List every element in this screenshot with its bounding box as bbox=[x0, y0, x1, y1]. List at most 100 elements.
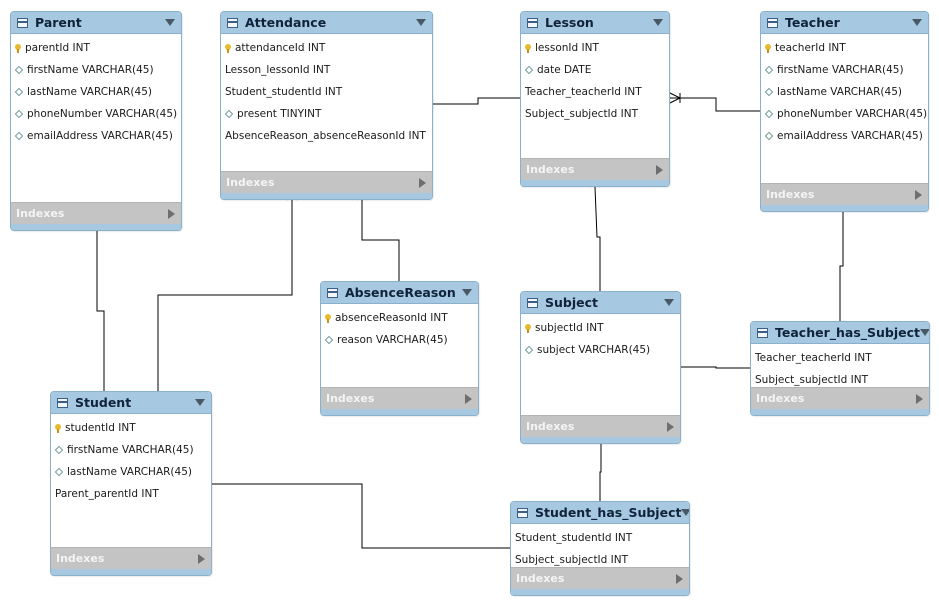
expand-arrow-icon[interactable] bbox=[198, 553, 205, 564]
indexes-section[interactable]: Indexes bbox=[521, 158, 669, 180]
relationship-attendance-lesson[interactable] bbox=[422, 93, 530, 110]
expand-arrow-icon[interactable] bbox=[667, 421, 674, 432]
indexes-section[interactable]: Indexes bbox=[521, 415, 680, 437]
expand-arrow-icon[interactable] bbox=[419, 177, 426, 188]
column-row[interactable]: Subject_subjectId INT bbox=[521, 103, 669, 125]
column-row[interactable]: firstName VARCHAR(45) bbox=[761, 59, 928, 81]
entity-header[interactable]: Student bbox=[51, 392, 211, 414]
primary-key-icon bbox=[55, 423, 61, 433]
column-diamond-icon bbox=[524, 65, 534, 75]
expand-arrow-icon[interactable] bbox=[656, 164, 663, 175]
indexes-section[interactable]: Indexes bbox=[11, 202, 181, 224]
entity-header[interactable]: Lesson bbox=[521, 12, 669, 34]
column-row[interactable]: Parent_parentId INT bbox=[51, 483, 211, 505]
collapse-caret-icon[interactable] bbox=[416, 19, 426, 26]
entity-header[interactable]: Teacher_has_Subject bbox=[751, 322, 929, 344]
column-row[interactable]: firstName VARCHAR(45) bbox=[51, 439, 211, 461]
expand-arrow-icon[interactable] bbox=[168, 208, 175, 219]
indexes-section[interactable]: Indexes bbox=[51, 547, 211, 569]
collapse-caret-icon[interactable] bbox=[920, 329, 929, 336]
column-row[interactable]: date DATE bbox=[521, 59, 669, 81]
column-row[interactable]: firstName VARCHAR(45) bbox=[11, 59, 181, 81]
expand-arrow-icon[interactable] bbox=[916, 393, 923, 404]
column-row[interactable]: lastName VARCHAR(45) bbox=[11, 81, 181, 103]
collapse-caret-icon[interactable] bbox=[664, 299, 674, 306]
column-row[interactable]: phoneNumber VARCHAR(45) bbox=[11, 103, 181, 125]
column-row[interactable]: Subject_subjectId INT bbox=[511, 549, 689, 571]
entity-header[interactable]: Attendance bbox=[221, 12, 432, 34]
collapse-caret-icon[interactable] bbox=[653, 19, 663, 26]
column-row[interactable]: Lesson_lessonId INT bbox=[221, 59, 432, 81]
column-row[interactable]: subject VARCHAR(45) bbox=[521, 339, 680, 361]
expand-arrow-icon[interactable] bbox=[915, 189, 922, 200]
entity-header[interactable]: Student_has_Subject bbox=[511, 502, 689, 524]
relationship-parent-student[interactable] bbox=[92, 221, 110, 402]
primary-key-icon bbox=[15, 43, 21, 53]
column-row[interactable]: lastName VARCHAR(45) bbox=[51, 461, 211, 483]
column-row[interactable]: lastName VARCHAR(45) bbox=[761, 81, 928, 103]
column-row[interactable]: parentId INT bbox=[11, 37, 181, 59]
column-row[interactable]: phoneNumber VARCHAR(45) bbox=[761, 103, 928, 125]
column-row[interactable]: Student_studentId INT bbox=[221, 81, 432, 103]
column-row[interactable]: studentId INT bbox=[51, 417, 211, 439]
column-row[interactable]: teacherId INT bbox=[761, 37, 928, 59]
relationship-path bbox=[594, 186, 601, 291]
indexes-label: Indexes bbox=[766, 188, 815, 201]
indexes-label: Indexes bbox=[226, 176, 275, 189]
relationship-attendance-absencereason[interactable] bbox=[356, 189, 404, 291]
entity-footer bbox=[521, 437, 680, 443]
entity-title: AbsenceReason bbox=[345, 285, 456, 300]
relationship-student-studenthassubject[interactable] bbox=[202, 479, 521, 554]
column-row[interactable]: attendanceId INT bbox=[221, 37, 432, 59]
column-row[interactable]: Student_studentId INT bbox=[511, 527, 689, 549]
relationship-lesson-teacher[interactable] bbox=[669, 92, 770, 116]
collapse-caret-icon[interactable] bbox=[462, 289, 472, 296]
column-row[interactable]: emailAddress VARCHAR(45) bbox=[11, 125, 181, 147]
relationship-lesson-subject[interactable] bbox=[589, 176, 605, 301]
entity-title: Subject bbox=[545, 295, 598, 310]
indexes-section[interactable]: Indexes bbox=[221, 171, 432, 193]
indexes-section[interactable]: Indexes bbox=[751, 387, 929, 409]
collapse-caret-icon[interactable] bbox=[681, 509, 689, 516]
column-row[interactable]: subjectId INT bbox=[521, 317, 680, 339]
column-row[interactable]: Subject_subjectId INT bbox=[751, 369, 929, 391]
column-diamond-icon bbox=[524, 345, 534, 355]
collapse-caret-icon[interactable] bbox=[165, 19, 175, 26]
indexes-section[interactable]: Indexes bbox=[511, 567, 689, 589]
expand-arrow-icon[interactable] bbox=[676, 573, 683, 584]
collapse-caret-icon[interactable] bbox=[195, 399, 205, 406]
entity-header[interactable]: Parent bbox=[11, 12, 181, 34]
collapse-caret-icon[interactable] bbox=[912, 19, 922, 26]
entity-footer bbox=[221, 193, 432, 199]
entity-header[interactable]: Subject bbox=[521, 292, 680, 314]
expand-arrow-icon[interactable] bbox=[465, 393, 472, 404]
relationship-subject-teacherhassubject[interactable] bbox=[671, 362, 761, 374]
column-row[interactable]: emailAddress VARCHAR(45) bbox=[761, 125, 928, 147]
indexes-section[interactable]: Indexes bbox=[321, 387, 478, 409]
column-row[interactable]: AbsenceReason_absenceReasonId INT bbox=[221, 125, 432, 147]
column-label: firstName VARCHAR(45) bbox=[27, 64, 154, 76]
column-row[interactable]: lessonId INT bbox=[521, 37, 669, 59]
column-row[interactable]: reason VARCHAR(45) bbox=[321, 329, 478, 351]
column-row[interactable]: Teacher_teacherId INT bbox=[521, 81, 669, 103]
column-row[interactable]: absenceReasonId INT bbox=[321, 307, 478, 329]
relationship-subject-studenthassubject[interactable] bbox=[594, 434, 606, 512]
indexes-section[interactable]: Indexes bbox=[761, 183, 928, 205]
entity-parent[interactable]: Parent parentId INT firstName VARCHAR(45) l… bbox=[10, 11, 182, 231]
column-row[interactable]: Teacher_teacherId INT bbox=[751, 347, 929, 369]
relationship-teacher-teacherhassubject[interactable] bbox=[834, 202, 848, 332]
entity-header[interactable]: Teacher bbox=[761, 12, 928, 34]
entity-header[interactable]: AbsenceReason bbox=[321, 282, 478, 304]
column-row[interactable]: present TINYINT bbox=[221, 103, 432, 125]
